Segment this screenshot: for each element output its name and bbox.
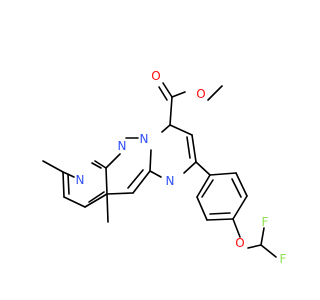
bond: [206, 218, 234, 221]
bond: [260, 244, 277, 258]
atom-o-ester: O: [196, 87, 205, 101]
bond: [247, 244, 262, 249]
bond: [169, 96, 173, 126]
bond: [171, 91, 186, 98]
bond: [127, 169, 144, 189]
bond: [149, 170, 162, 178]
bond: [169, 124, 193, 136]
bond: [162, 82, 173, 98]
bond: [186, 136, 191, 159]
bond: [231, 178, 242, 198]
bond: [209, 212, 231, 215]
bond: [42, 160, 64, 173]
atom-f-upper: F: [262, 215, 269, 229]
bond: [260, 227, 265, 246]
bond: [84, 193, 108, 208]
bond: [106, 193, 109, 223]
bond: [105, 167, 108, 195]
bond: [106, 192, 134, 195]
atom-o-carbonyl: O: [151, 69, 160, 83]
bond: [105, 153, 121, 169]
atom-f-lower: F: [280, 252, 287, 266]
bond: [235, 172, 248, 197]
bond: [201, 179, 214, 198]
bond: [196, 196, 208, 221]
bond: [158, 86, 168, 101]
bonds: [42, 82, 277, 258]
bond: [88, 191, 105, 203]
bond: [132, 170, 151, 194]
bond: [195, 161, 211, 176]
bond: [62, 171, 65, 198]
atom-o-ether: O: [235, 236, 244, 250]
bond: [196, 174, 211, 198]
bond: [209, 172, 237, 176]
bond: [161, 124, 171, 133]
bond: [232, 195, 248, 220]
bond: [63, 196, 86, 208]
atom-n-pyrimidine: N: [166, 174, 175, 188]
atom-labels: N N N N O O O F F: [76, 69, 287, 266]
bond: [91, 162, 102, 169]
bond: [183, 161, 197, 174]
bond: [67, 173, 70, 195]
bond: [94, 160, 107, 169]
atom-n-bridge: N: [140, 132, 149, 146]
bond: [149, 149, 152, 172]
molecule-structure: N N N N O O O F F: [42, 69, 287, 266]
structure-canvas: N N N N O O O F F: [42, 69, 287, 266]
atom-n-pyridine: N: [76, 173, 85, 187]
bond: [232, 218, 241, 238]
bond: [207, 85, 223, 101]
atom-n-pyrazole: N: [118, 139, 127, 153]
bond: [191, 134, 197, 163]
